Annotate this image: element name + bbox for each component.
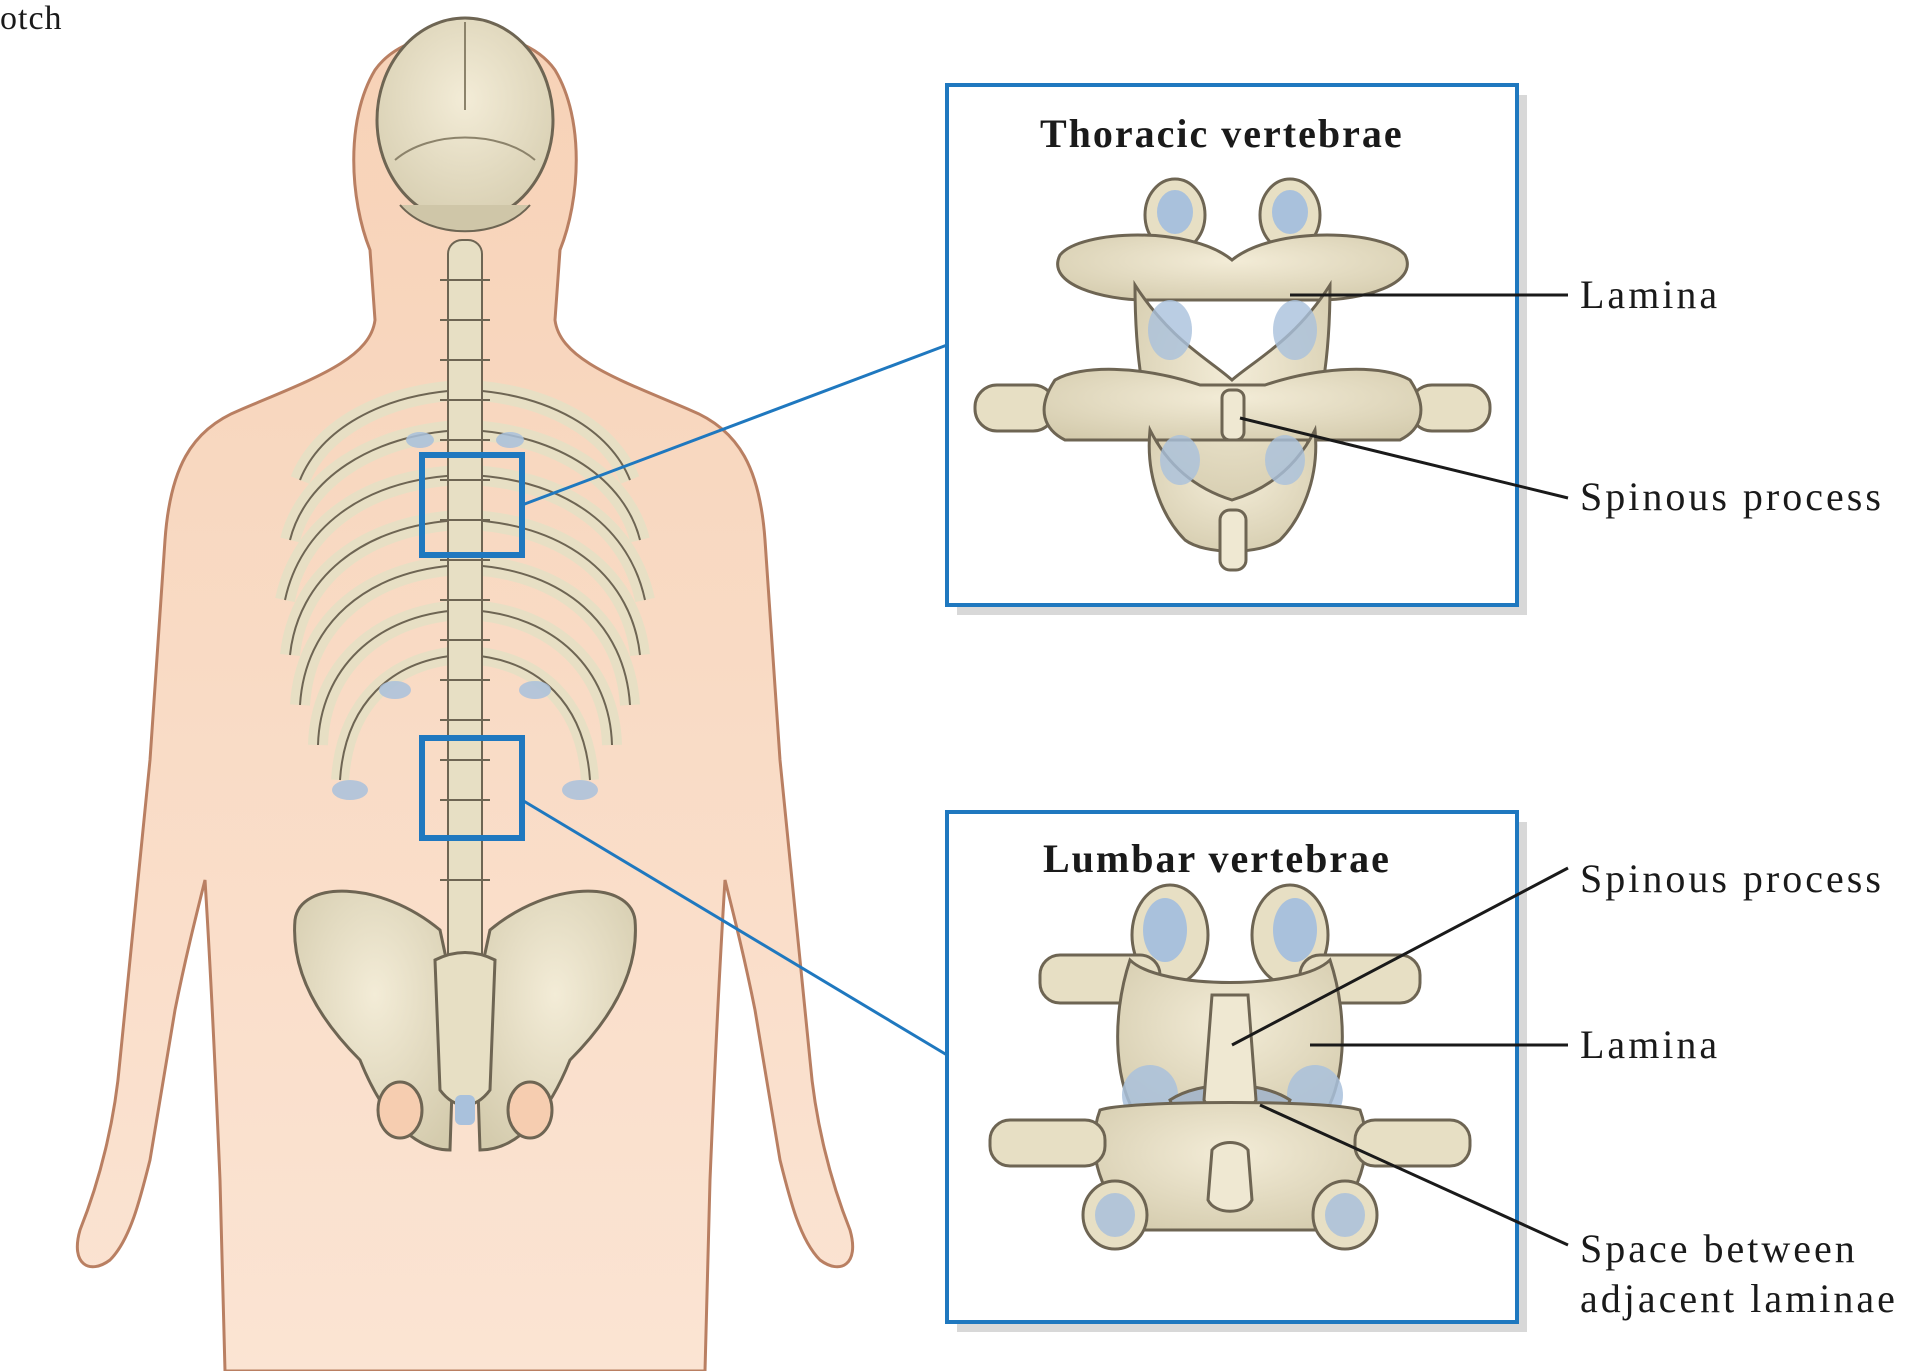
spinal-column (440, 240, 490, 1030)
lumbar-title: Lumbar vertebrae (1043, 835, 1391, 882)
lumbar-inset (947, 812, 1527, 1332)
thoracic-inset (947, 85, 1527, 615)
lumbar-spinous-process-label: Spinous process (1580, 856, 1884, 902)
lumbar-space-label-line2: adjacent laminae (1580, 1276, 1898, 1322)
thoracic-lamina-label: Lamina (1580, 272, 1720, 318)
thoracic-spinous-process-label: Spinous process (1580, 474, 1884, 520)
lumbar-space-label-line1: Space between (1580, 1226, 1858, 1272)
thoracic-title: Thoracic vertebrae (1040, 110, 1404, 157)
human-figure (77, 18, 852, 1371)
lumbar-lamina-label: Lamina (1580, 1022, 1720, 1068)
